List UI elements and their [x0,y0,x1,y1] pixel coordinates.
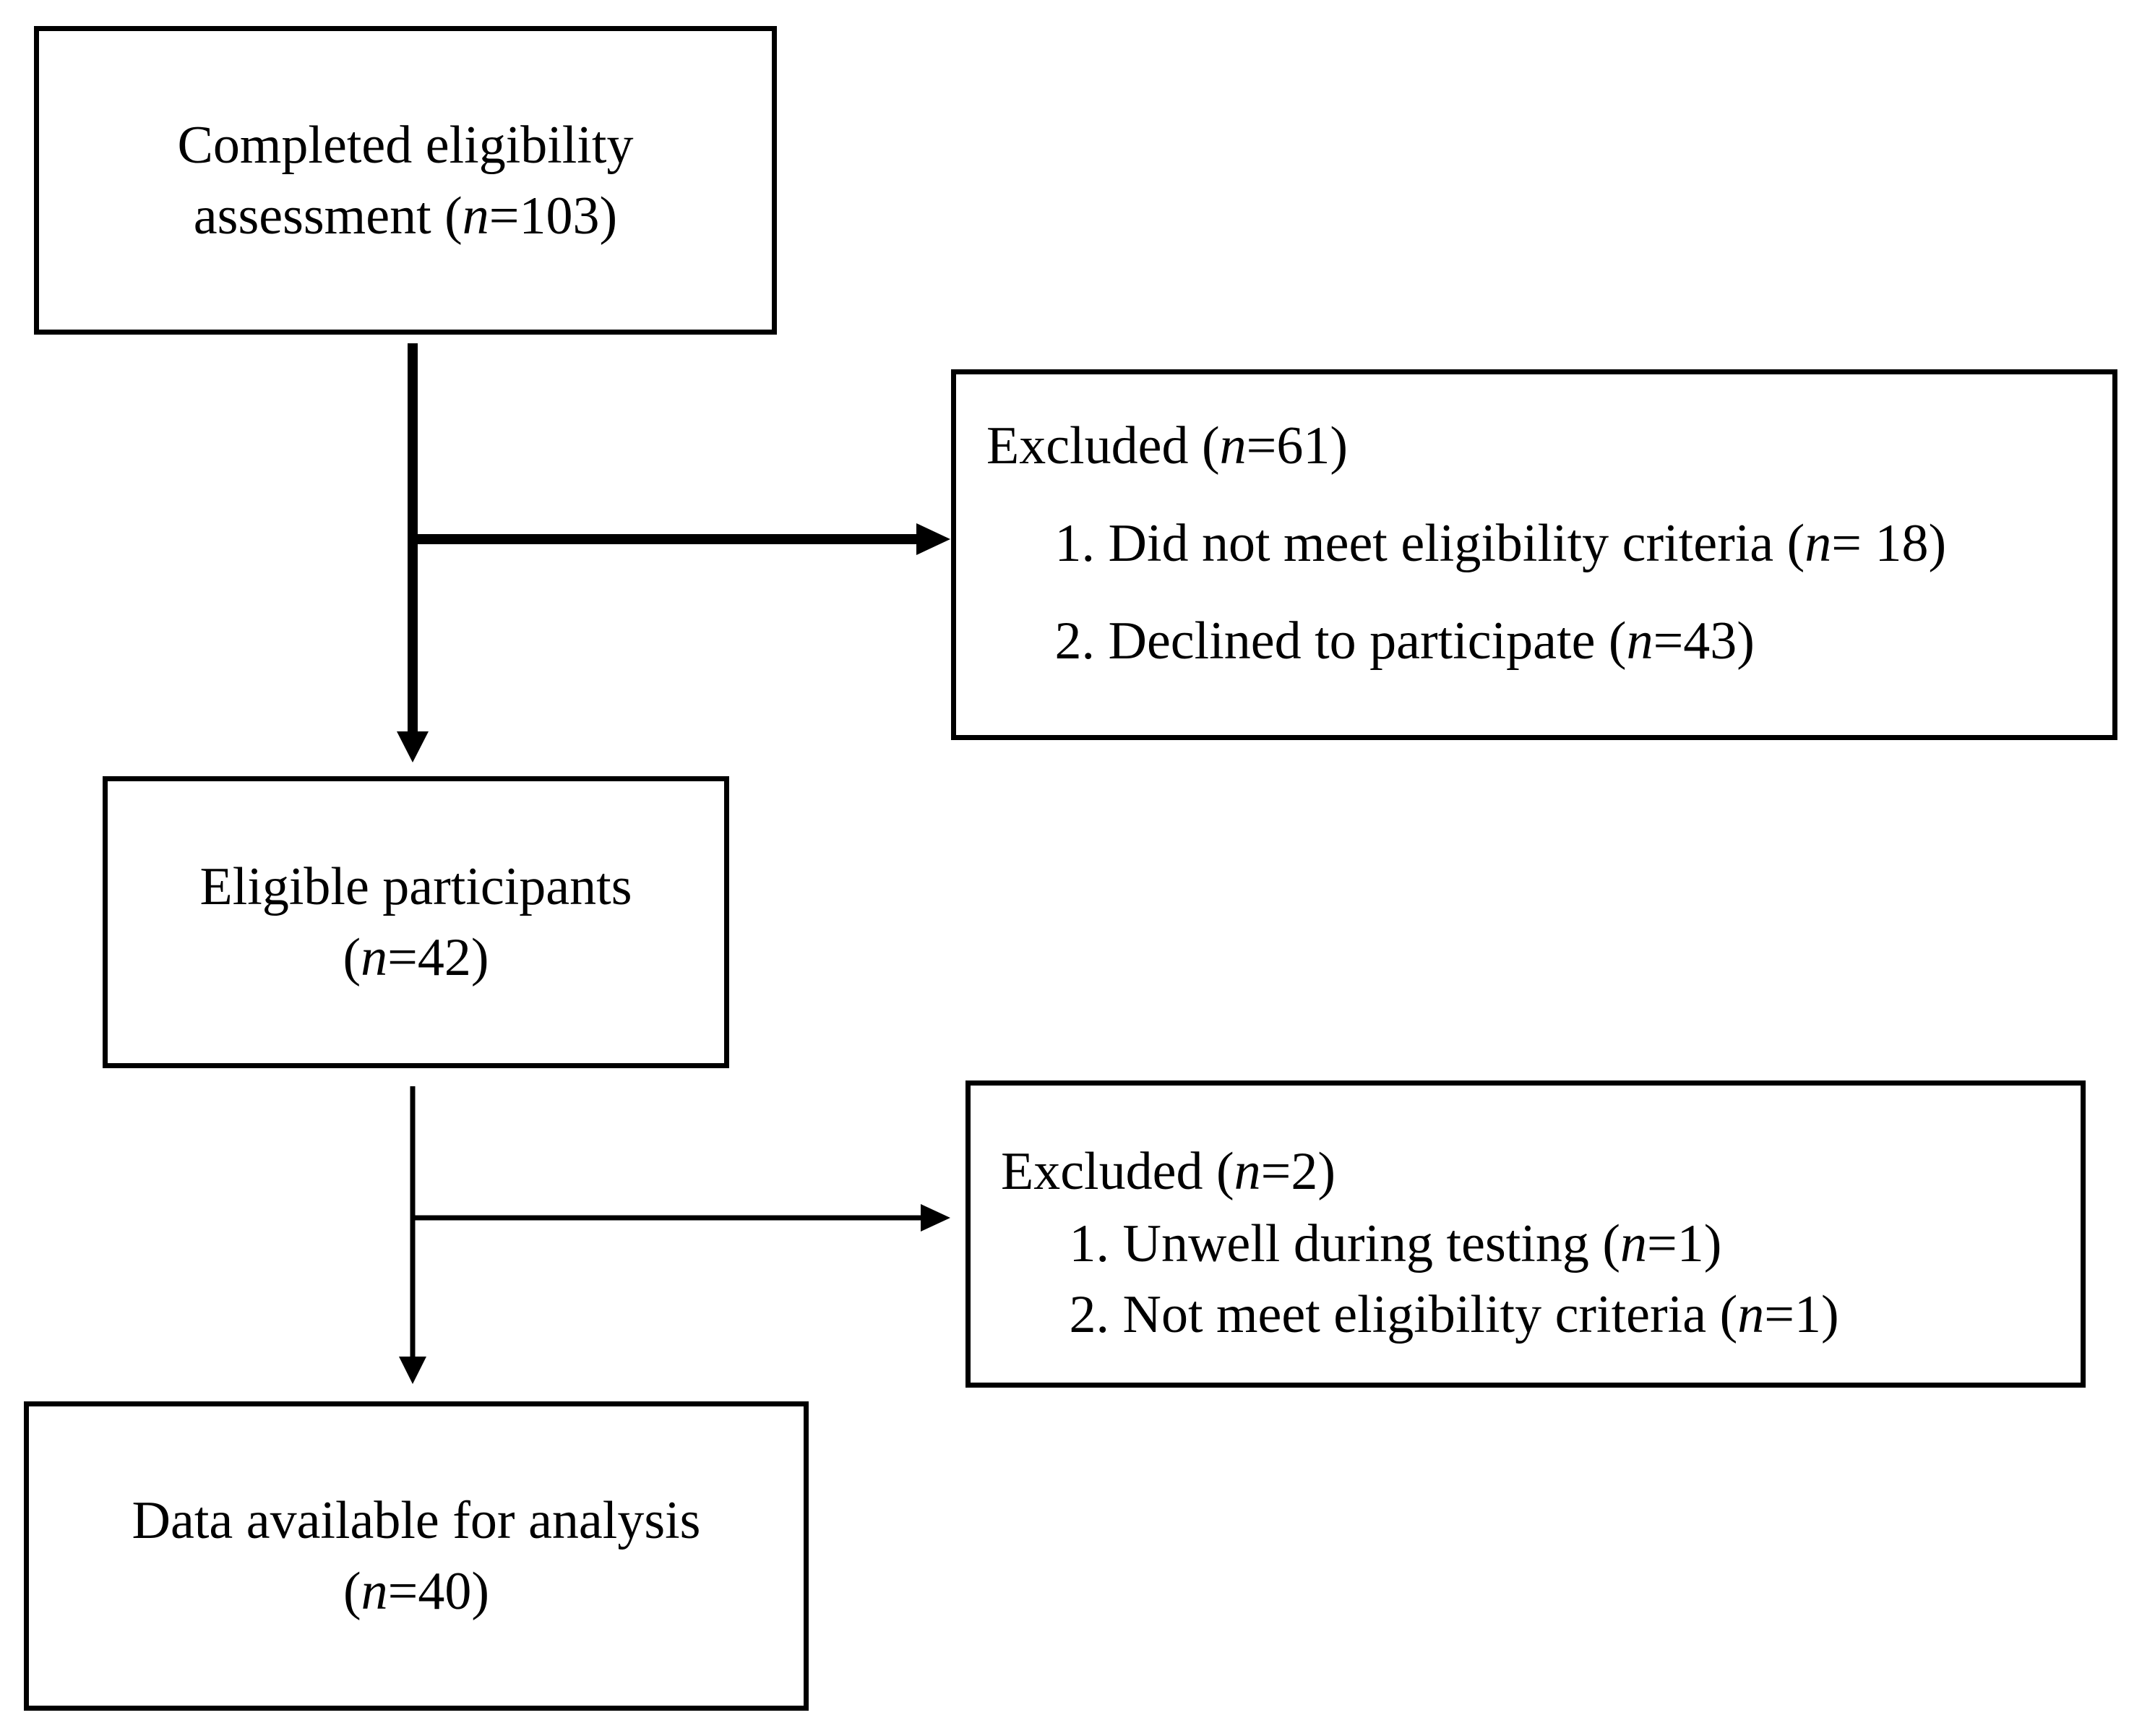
analysis-line2-suffix: =40) [387,1562,490,1621]
excluded-2-heading: Excluded (n=2) [1001,1142,1336,1201]
item-number: 1. [1054,514,1096,573]
excluded-1-item-2: 2. Declined to participate (n=43) [1043,606,1755,676]
arrowhead-to-excluded-2 [921,1204,950,1232]
assessment-line2-suffix: =103) [489,186,618,246]
excluded-1-heading: Excluded (n=61) [986,416,1348,476]
eligible-line2-suffix: =42) [387,928,489,987]
eligible-line2-prefix: ( [343,928,361,987]
arrowhead-to-eligible [397,731,429,762]
eligible-line2: (n=42) [343,922,489,993]
eligible-var: n [361,928,388,987]
box-eligible: Eligible participants (n=42) [103,776,729,1068]
analysis-var: n [361,1562,388,1621]
box-excluded-1: Excluded (n=61) 1. Did not meet eligibil… [951,369,2117,740]
arrowhead-to-analysis [399,1357,426,1384]
analysis-line1: Data available for analysis [132,1491,701,1550]
item-number: 1. [1069,1214,1110,1273]
arrowhead-to-excluded-1 [916,523,950,555]
assessment-line2-prefix: assessment ( [193,186,463,246]
box-assessment: Completed eligibility assessment (n=103) [34,26,777,335]
assessment-var: n [462,186,489,246]
box-excluded-2: Excluded (n=2) 1. Unwell during testing … [965,1080,2086,1388]
excluded-1-item-1: 1. Did not meet eligibility criteria (n=… [1043,508,1947,579]
item-number: 2. [1054,611,1096,671]
excluded-2-item-1: 1. Unwell during testing (n=1) [1057,1208,1722,1279]
analysis-line2-prefix: ( [343,1562,361,1621]
box-analysis: Data available for analysis (n=40) [24,1401,809,1711]
analysis-line2: (n=40) [343,1556,489,1627]
assessment-line2: assessment (n=103) [194,181,617,252]
item-number: 2. [1069,1285,1110,1344]
assessment-line1: Completed eligibility [177,115,634,175]
eligible-line1: Eligible participants [199,857,632,916]
excluded-2-item-2: 2. Not meet eligibility criteria (n=1) [1057,1279,1839,1350]
